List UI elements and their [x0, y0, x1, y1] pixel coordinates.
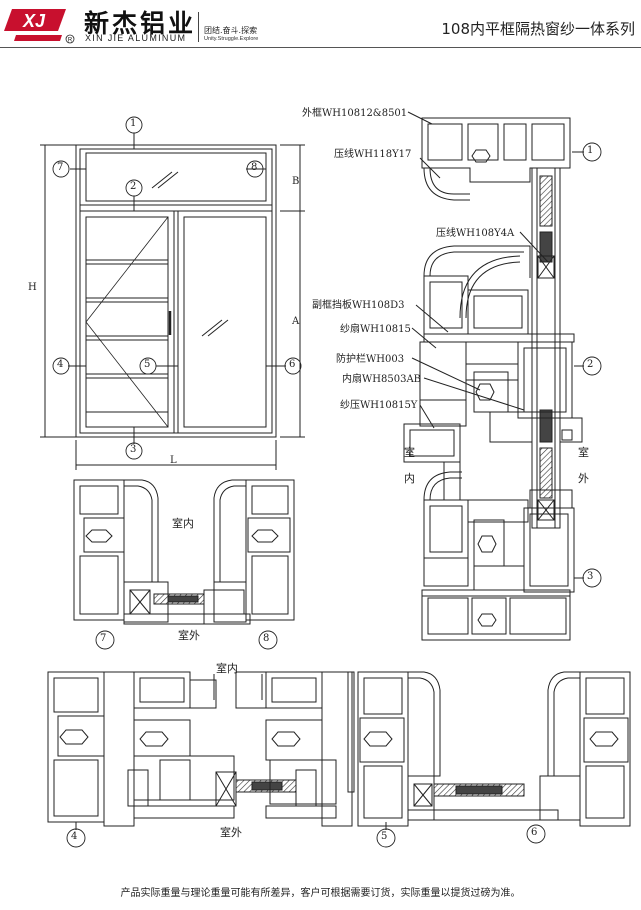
room-outside-bottom: 室外 — [220, 826, 242, 839]
header-divider — [198, 12, 199, 42]
marker-4: 4 — [57, 359, 64, 370]
label-bead-108y4a: 压线WH108Y4A — [436, 228, 515, 239]
room-inside-top: 室内 — [172, 517, 194, 530]
section-marker-2: 2 — [587, 359, 594, 370]
marker-1: 1 — [130, 118, 137, 129]
marker-6: 6 — [289, 359, 296, 370]
section-marker-8: 8 — [263, 633, 270, 644]
dim-lower: A — [292, 316, 300, 327]
logo-letters: XJ — [22, 11, 46, 31]
section-4-5 — [47, 671, 387, 830]
label-sub-frame: 副框挡板WH108D3 — [312, 300, 405, 311]
page-header: XJ R 新杰铝业 XIN JIE ALUMINUM 团结.奋斗.探索 Unit… — [0, 0, 641, 48]
dim-width: L — [170, 455, 177, 466]
vertical-section — [403, 111, 584, 641]
marker-circles — [52, 116, 602, 848]
marker-2: 2 — [130, 181, 137, 192]
label-screen-sash: 纱扇WH10815 — [340, 324, 411, 335]
room-outside-top: 室外 — [178, 629, 200, 642]
section-marker-1: 1 — [587, 145, 594, 156]
brand-name-cn: 新杰铝业 — [84, 9, 197, 38]
room-outside-vertical-2: 外 — [578, 472, 589, 485]
series-title: 108内平框隔热窗纱一体系列 — [441, 20, 635, 38]
label-guard-rail: 防护栏WH003 — [336, 354, 405, 365]
footer-note: 产品实际重量与理论重量可能有所差异，客户可根据需要订货，实际重量以提货过磅为准。 — [120, 888, 521, 899]
dim-upper: B — [292, 176, 300, 187]
marker-7: 7 — [57, 162, 64, 173]
section-marker-3: 3 — [587, 571, 594, 582]
marker-3: 3 — [130, 444, 137, 455]
brand-logo: XJ R — [4, 5, 76, 49]
section-marker-6: 6 — [531, 827, 538, 838]
section-marker-7: 7 — [100, 633, 107, 644]
room-inside-vertical-1: 室 — [404, 446, 415, 459]
section-marker-4: 4 — [71, 831, 78, 842]
svg-text:R: R — [68, 38, 73, 44]
slogan-en: Unity.Struggle.Explore — [204, 36, 259, 42]
room-outside-vertical-1: 室 — [578, 446, 589, 459]
room-inside-vertical-2: 内 — [404, 472, 415, 485]
marker-5: 5 — [144, 359, 151, 370]
section-8 — [203, 479, 295, 625]
label-screen-bead: 纱压WH10815Y — [340, 400, 418, 411]
slogan-cn: 团结.奋斗.探索 — [204, 26, 258, 35]
label-bead-118y17: 压线WH118Y17 — [334, 149, 412, 160]
technical-drawing — [40, 111, 631, 848]
section-7 — [73, 479, 250, 625]
room-inside-bottom: 室内 — [216, 662, 238, 675]
section-marker-5: 5 — [381, 831, 388, 842]
marker-8: 8 — [251, 162, 258, 173]
dim-height: H — [28, 282, 37, 293]
brand-name-en: XIN JIE ALUMINUM — [85, 33, 187, 43]
section-6 — [357, 671, 631, 827]
label-outer-frame: 外框WH10812&8501 — [302, 108, 408, 119]
window-elevation — [40, 133, 305, 470]
label-inner-sash: 内扇WH8503AB — [342, 374, 422, 385]
header-rule — [0, 47, 641, 48]
